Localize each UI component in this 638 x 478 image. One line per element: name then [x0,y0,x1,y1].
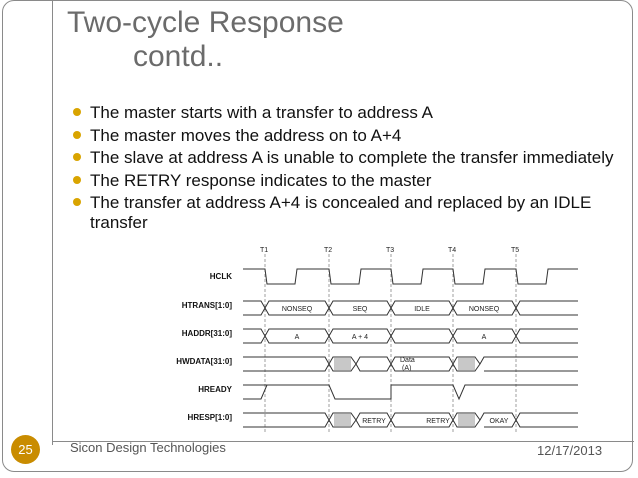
hready-waveform [243,384,578,401]
hclk-waveform [243,268,578,285]
htrans-value: IDLE [414,306,430,313]
bullet-text: The RETRY response indicates to the mast… [90,170,432,190]
signal-label-hwdata: HWDATA[31:0] [176,357,232,366]
bullet-dot-icon [73,108,81,116]
footer-date: 12/17/2013 [537,443,603,458]
title-line-1: Two-cycle Response [67,6,344,39]
signal-label-hresp: HRESP[1:0] [188,413,233,422]
footer-company: Sicon Design Technologies [70,440,226,455]
clock-label: T4 [448,247,456,254]
bullet-text: The slave at address A is unable to comp… [90,148,614,167]
signal-label-hready: HREADY [198,385,232,394]
clock-label: T3 [386,247,394,254]
bullet-list: The master starts with a transfer to add… [70,103,615,235]
signal-label-haddr: HADDR[31:0] [182,329,233,338]
bullet-item: The RETRY response indicates to the mast… [70,171,615,191]
bullet-text: The transfer at address A+4 is concealed… [90,193,592,232]
slide-number-badge: 25 [11,435,40,464]
hresp-bus [243,412,578,428]
clock-label: T2 [324,247,332,254]
clock-label: T5 [511,247,519,254]
hresp-value: OKAY [490,418,509,425]
haddr-value: A [482,334,487,341]
hresp-shaded-segment [334,414,351,426]
htrans-value: SEQ [353,306,368,313]
hresp-value: RETRY [362,418,386,425]
hresp-shaded-segment [458,414,475,426]
timing-diagram: T1 T2 T3 T4 T5 HCLK HTRANS[1:0] HADDR[31… [148,240,588,435]
bullet-item: The slave at address A is unable to comp… [70,148,615,168]
hwdata-value-line2: (A) [402,365,411,372]
bullet-dot-icon [73,153,81,161]
clock-label: T1 [260,247,268,254]
hwdata-value-line1: Data [400,357,415,364]
htrans-bus [243,300,578,316]
footer-divider [52,441,634,442]
hwdata-shaded-segment [334,358,351,370]
bullet-dot-icon [73,198,81,206]
signal-label-htrans: HTRANS[1:0] [182,301,233,310]
bullet-item: The master moves the address on to A+4 [70,126,615,146]
slide-title: Two-cycle Response contd.. [67,6,467,74]
bullet-dot-icon [73,175,81,184]
signal-label-hclk: HCLK [210,272,232,281]
htrans-value: NONSEQ [469,306,500,313]
bullet-text: The master starts with a transfer to add… [90,103,433,122]
bullet-item: The transfer at address A+4 is concealed… [70,193,615,232]
haddr-bus [243,328,578,344]
haddr-value: A + 4 [352,334,368,341]
bullet-dot-icon [73,130,81,139]
haddr-value: A [295,334,300,341]
bullet-item: The master starts with a transfer to add… [70,103,615,123]
bullet-text: The master moves the address on to A+4 [90,125,402,145]
hresp-value: RETRY [426,418,450,425]
title-line-2: contd.. [133,40,224,73]
hwdata-shaded-segment [458,358,475,370]
timing-diagram-svg: T1 T2 T3 T4 T5 HCLK HTRANS[1:0] HADDR[31… [176,247,578,433]
left-divider [52,0,53,445]
htrans-value: NONSEQ [282,306,313,313]
hwdata-bus [243,356,578,372]
